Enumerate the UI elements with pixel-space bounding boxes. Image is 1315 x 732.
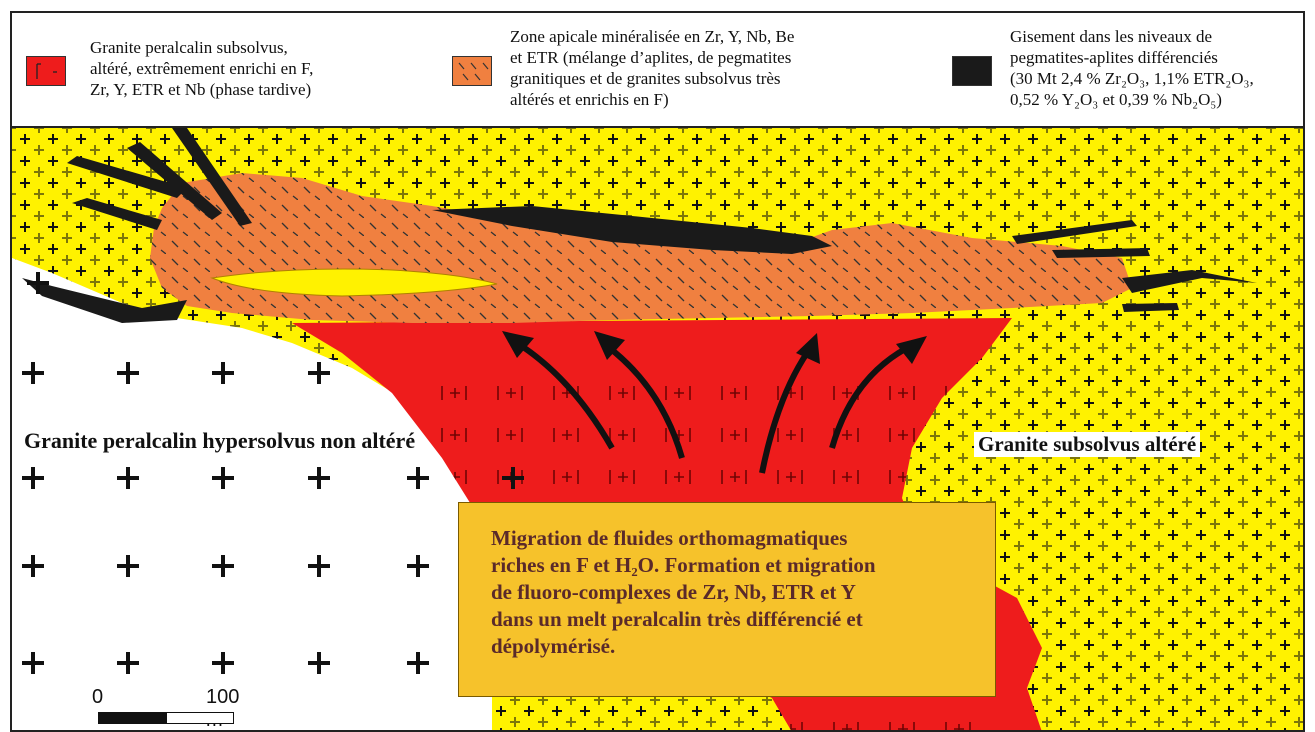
label-hypersolvus: Granite peralcalin hypersolvus non altér… (24, 428, 415, 454)
legend-item-3-line-2: pegmatites-aplites différenciés (1010, 47, 1254, 68)
legend-item-1-line-1: Granite peralcalin subsolvus, (90, 37, 313, 58)
callout-line-4: dans un melt peralcalin très différencié… (491, 606, 973, 633)
legend-item-2-text: Zone apicale minéralisée en Zr, Y, Nb, B… (510, 26, 794, 110)
callout-line-3: de fluoro-complexes de Zr, Nb, ETR et Y (491, 579, 973, 606)
callout-line-5: dépolymérisé. (491, 633, 973, 660)
legend-item-1-line-3: Zr, Y, ETR et Nb (phase tardive) (90, 79, 313, 100)
legend-item-1-text: Granite peralcalin subsolvus, altéré, ex… (90, 37, 313, 100)
scale-bar: 0 100 m (98, 686, 248, 726)
label-subsolvus: Granite subsolvus altéré (974, 432, 1200, 457)
legend-item-2-line-3: granitiques et de granites subsolvus trè… (510, 68, 794, 89)
scale-bar-white (166, 712, 234, 724)
legend-item-3-line-1: Gisement dans les niveaux de (1010, 26, 1254, 47)
legend-swatch-black (952, 56, 992, 86)
legend-item-2-line-2: et ETR (mélange d’aplites, de pegmatites (510, 47, 794, 68)
migration-callout: Migration de fluides orthomagmatiques ri… (458, 502, 996, 697)
legend-swatch-orange (452, 56, 492, 86)
legend-swatch-red (26, 56, 66, 86)
legend-item-3-text: Gisement dans les niveaux de pegmatites-… (1010, 26, 1254, 110)
orange-swatch-pattern-icon (453, 57, 493, 87)
legend-item-2-line-1: Zone apicale minéralisée en Zr, Y, Nb, B… (510, 26, 794, 47)
scale-bar-black (98, 712, 166, 724)
scale-label-start: 0 (92, 686, 103, 709)
legend: Granite peralcalin subsolvus, altéré, ex… (10, 11, 1305, 128)
legend-item-3-line-4: 0,52 % Y₂O₃ et 0,39 % Nb₂O₅) (1010, 89, 1254, 110)
callout-line-2: riches en F et H₂O. Formation et migrati… (491, 552, 973, 579)
callout-line-1: Migration de fluides orthomagmatiques (491, 525, 973, 552)
scale-label-end: 100 m (206, 686, 248, 732)
legend-item-3-line-3: (30 Mt 2,4 % Zr₂O₃, 1,1% ETR₂O₃, (1010, 68, 1254, 89)
legend-item-2-line-4: altérés et enrichis en F) (510, 89, 794, 110)
red-swatch-pattern-icon (27, 57, 67, 87)
legend-item-1-line-2: altéré, extrêmement enrichi en F, (90, 58, 313, 79)
